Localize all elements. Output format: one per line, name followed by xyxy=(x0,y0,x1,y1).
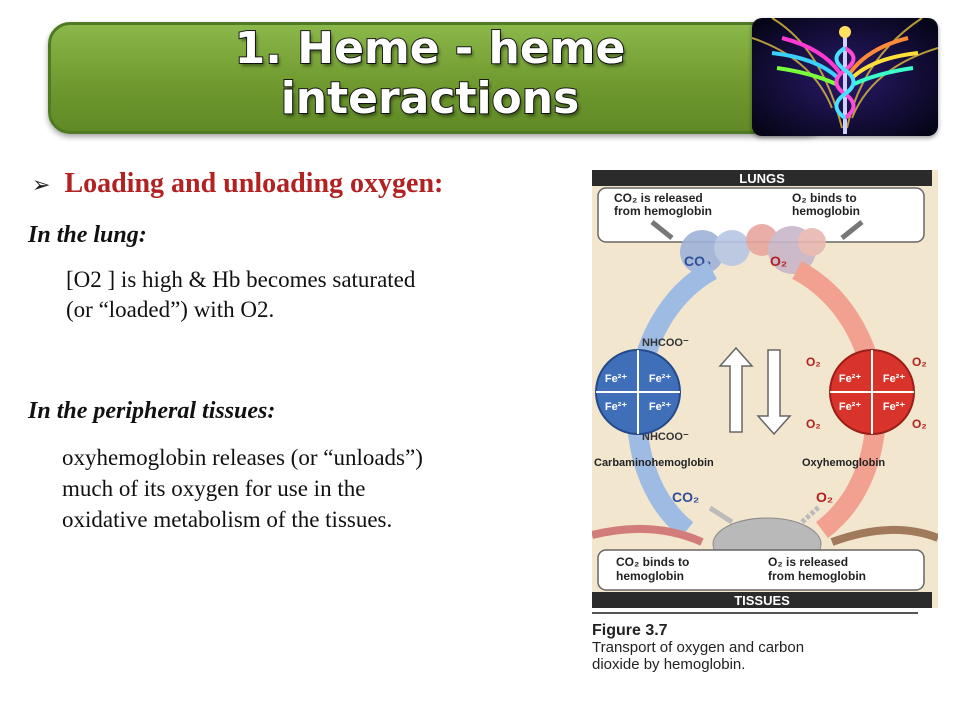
svg-text:Fe²⁺: Fe²⁺ xyxy=(883,401,906,413)
svg-text:Fe²⁺: Fe²⁺ xyxy=(605,373,628,385)
hemoglobin-transport-figure: LUNGS CO₂ is released from hemoglobin O₂… xyxy=(591,170,940,608)
o2-label-4: O₂ xyxy=(912,417,927,431)
o2-label-1: O₂ xyxy=(806,355,821,369)
lung-line-2: (or “loaded”) with O2. xyxy=(66,297,275,322)
svg-text:Fe²⁺: Fe²⁺ xyxy=(839,373,862,385)
tissue-co2-label: CO₂ xyxy=(672,489,699,505)
tissue-arrow-left xyxy=(708,505,734,525)
loading-heading: ➢ Loading and unloading oxygen: xyxy=(32,168,443,200)
o2-binds-line-1: O₂ binds to xyxy=(792,191,857,205)
loading-heading-text: Loading and unloading oxygen: xyxy=(64,168,444,199)
lung-o2-label: O₂ xyxy=(770,253,787,269)
tissue-arrow-right xyxy=(800,504,822,524)
tissue-paragraph: oxyhemoglobin releases (or “unloads”) mu… xyxy=(62,442,423,535)
lung-paragraph: [O2 ] is high & Hb becomes saturated (or… xyxy=(66,265,415,325)
co2-binds-line-1: CO₂ binds to xyxy=(616,555,689,569)
o2-binds-line-2: hemoglobin xyxy=(792,204,860,218)
caption-title: Figure 3.7 xyxy=(592,622,668,639)
o2-released-line-1: O₂ is released xyxy=(768,555,848,569)
caption-line-1: Transport of oxygen and carbon xyxy=(592,639,805,656)
alveoli-cluster xyxy=(680,224,826,274)
caption-line-2: dioxide by hemoglobin. xyxy=(592,656,746,673)
tissue-line-1: oxyhemoglobin releases (or “unloads”) xyxy=(62,445,423,470)
tissues-label: TISSUES xyxy=(734,593,790,608)
lung-line-1: [O2 ] is high & Hb becomes saturated xyxy=(66,267,416,292)
carbaminohemoglobin-molecule: Fe²⁺ Fe²⁺ Fe²⁺ Fe²⁺ xyxy=(595,349,681,435)
svg-text:Fe²⁺: Fe²⁺ xyxy=(883,373,906,385)
svg-text:Fe²⁺: Fe²⁺ xyxy=(649,373,672,385)
up-arrow-icon xyxy=(718,346,754,433)
tissue-line-3: oxidative metabolism of the tissues. xyxy=(62,507,393,532)
nhcoo-bottom-label: NHCOO⁻ xyxy=(642,431,689,443)
figure-caption: Figure 3.7 Transport of oxygen and carbo… xyxy=(592,612,918,673)
title-line-1: 1. Heme - heme xyxy=(234,23,627,75)
arrow-bullet-icon: ➢ xyxy=(32,173,51,198)
o2-label-2: O₂ xyxy=(912,355,927,369)
title-banner xyxy=(48,22,828,134)
carbaminohemoglobin-label: Carbaminohemoglobin xyxy=(594,457,714,469)
tissues-box xyxy=(597,549,925,591)
down-arrow-icon xyxy=(756,349,792,436)
oxyhemoglobin-molecule: Fe²⁺ Fe²⁺ Fe²⁺ Fe²⁺ xyxy=(829,349,915,435)
title-line-2: interactions xyxy=(280,73,581,125)
co2-released-line-2: from hemoglobin xyxy=(614,204,712,218)
svg-text:Fe²⁺: Fe²⁺ xyxy=(605,401,628,413)
lungs-header-bar xyxy=(592,170,932,186)
o2-released-line-2: from hemoglobin xyxy=(768,569,866,583)
oxyhemoglobin-label: Oxyhemoglobin xyxy=(802,457,885,469)
lung-heading: In the lung: xyxy=(28,222,147,248)
tissue-line-2: much of its oxygen for use in the xyxy=(62,476,366,501)
svg-text:Fe²⁺: Fe²⁺ xyxy=(649,401,672,413)
svg-text:Fe²⁺: Fe²⁺ xyxy=(839,401,862,413)
caduceus-logo xyxy=(752,18,938,136)
lungs-label: LUNGS xyxy=(739,171,785,186)
tissue-heading: In the peripheral tissues: xyxy=(28,398,276,424)
tissues-footer-bar xyxy=(592,592,932,608)
nhcoo-top-label: NHCOO⁻ xyxy=(642,337,689,349)
slide-title: 1. Heme - heme interactions xyxy=(160,23,700,125)
lungs-arrow-left xyxy=(650,220,674,240)
tissue-o2-label: O₂ xyxy=(816,489,833,505)
co2-binds-line-2: hemoglobin xyxy=(616,569,684,583)
co2-released-line-1: CO₂ is released xyxy=(614,191,703,205)
o2-label-3: O₂ xyxy=(806,417,821,431)
lungs-arrow-right xyxy=(840,220,864,240)
